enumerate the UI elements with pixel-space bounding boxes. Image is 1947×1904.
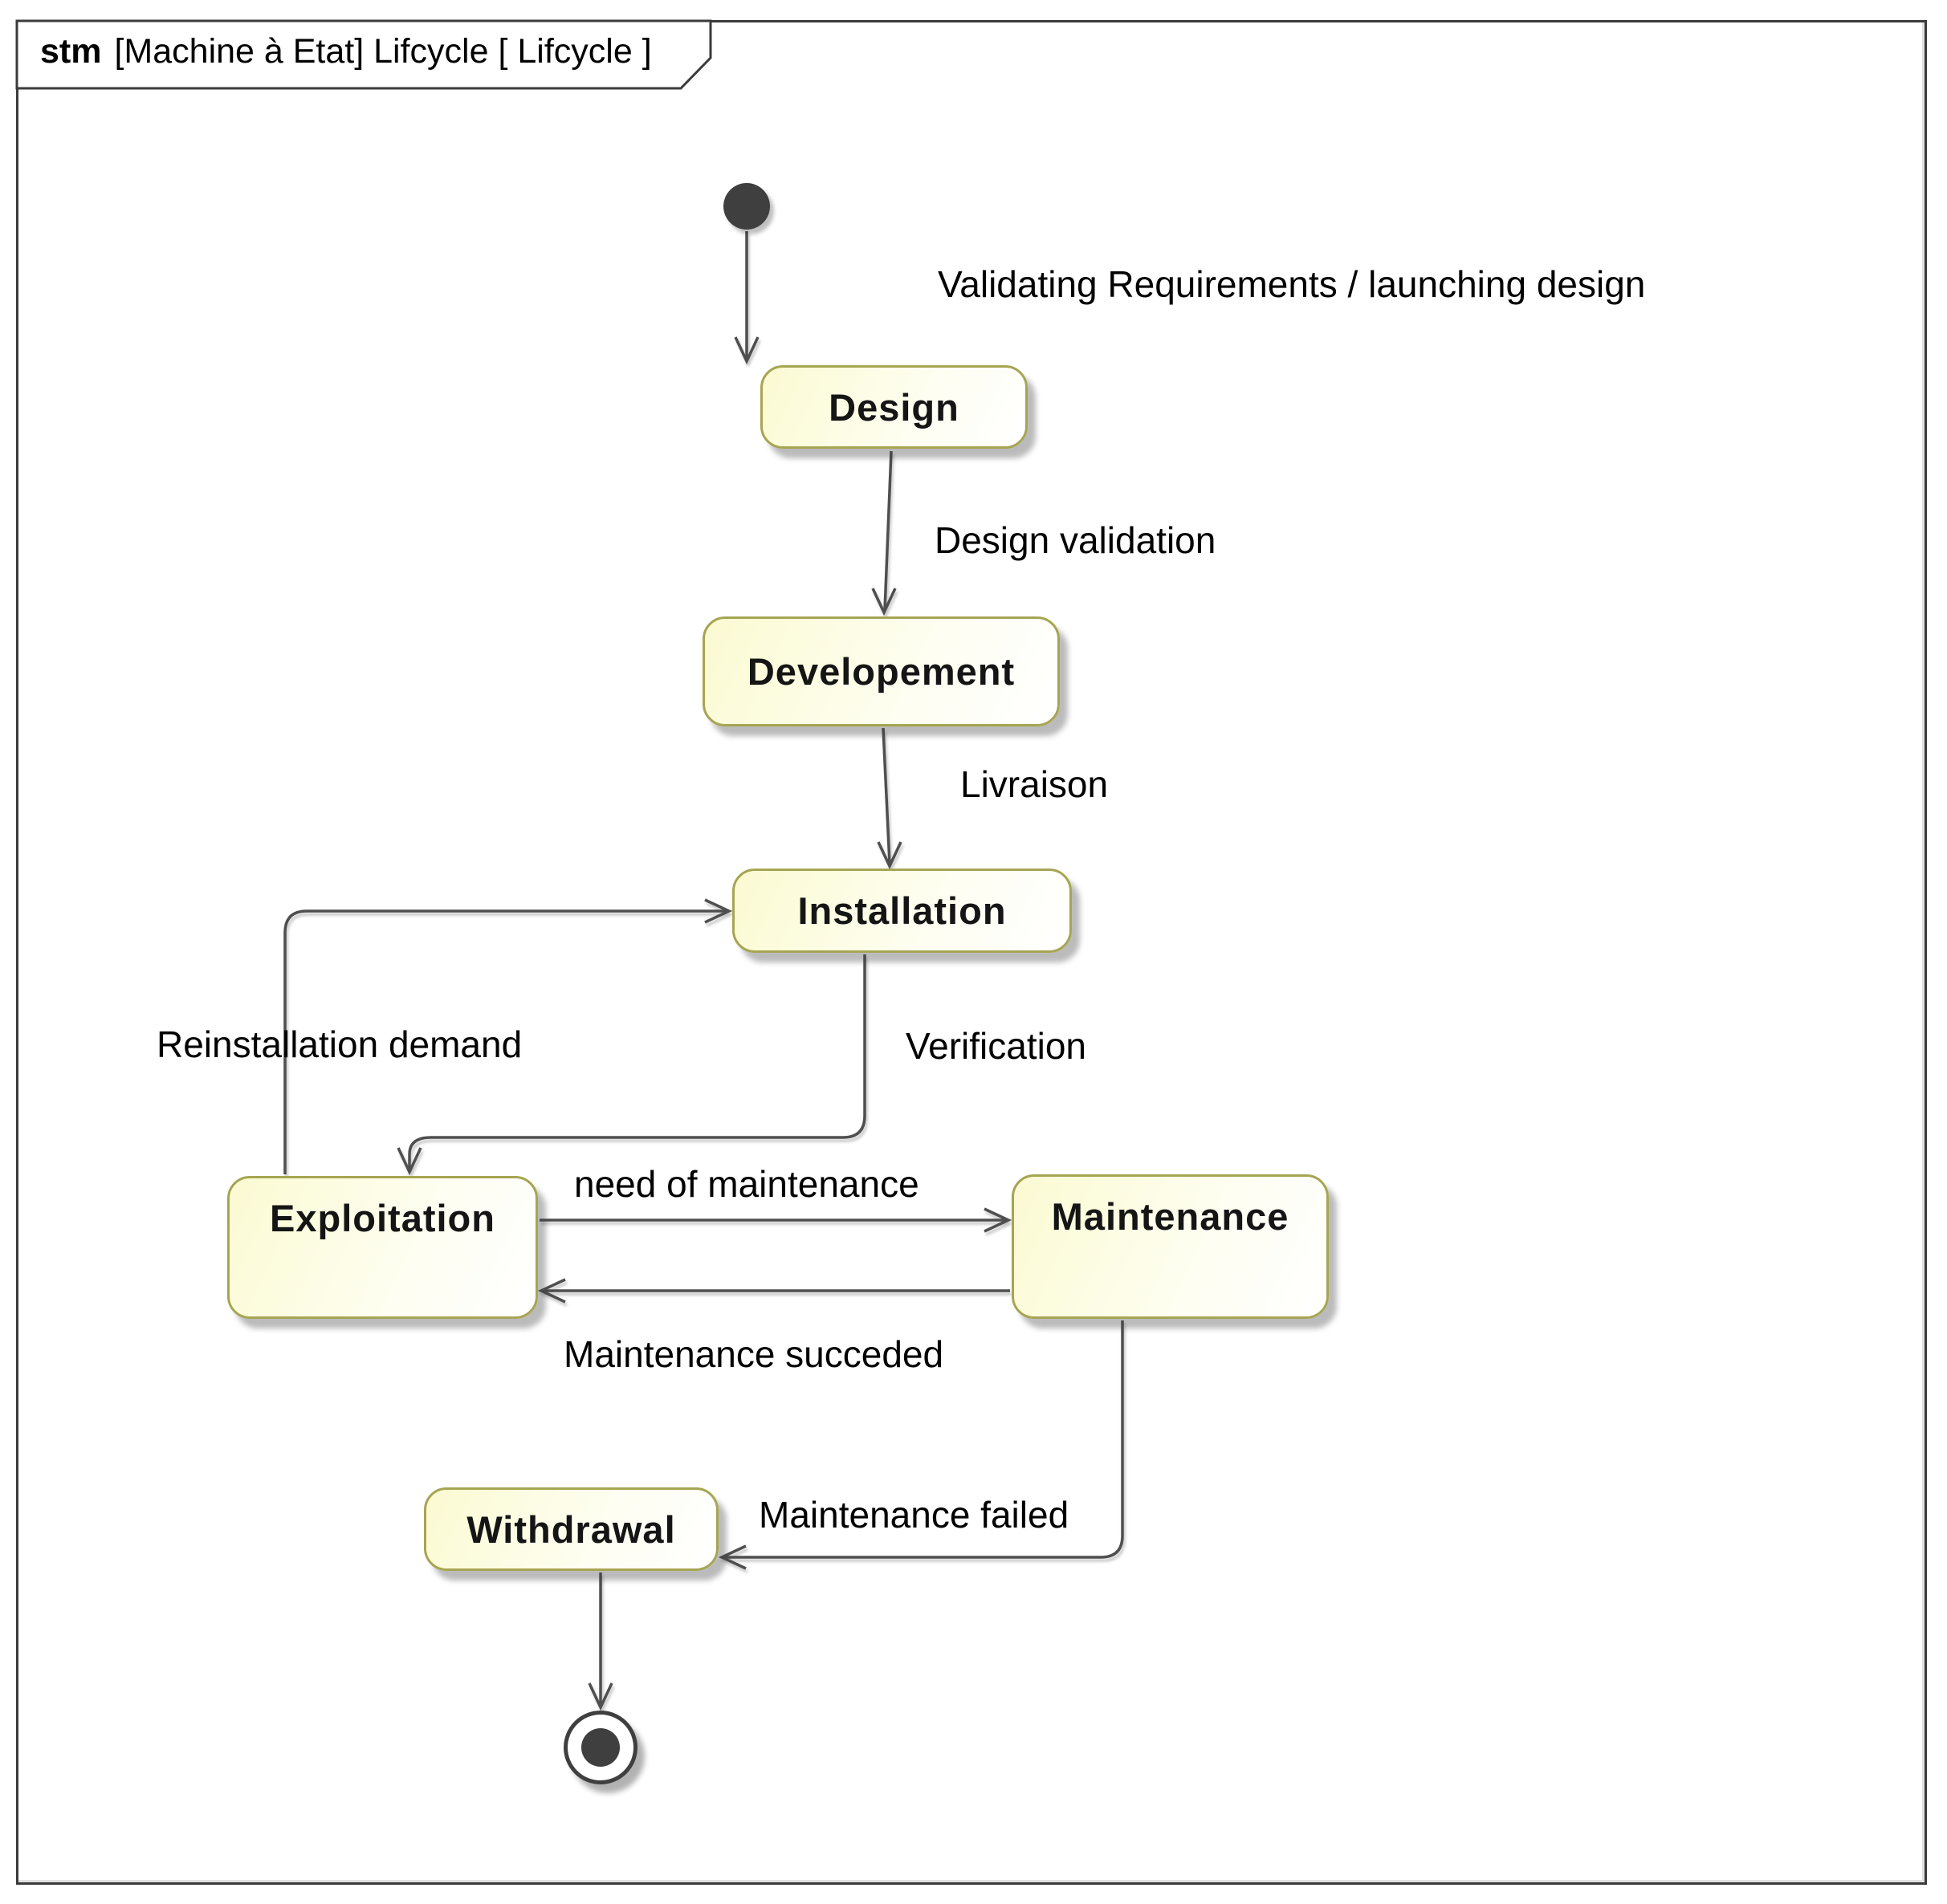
state-exploitation: Exploitation [227, 1176, 538, 1319]
frame-title: stm [Machine à Etat] Lifcycle [ Lifcycle … [40, 32, 652, 71]
initial-state-node [723, 183, 770, 230]
transition-label-livraison: Livraison [960, 763, 1109, 805]
state-design-label: Design [829, 385, 959, 429]
frame-title-tab [15, 19, 712, 90]
state-withdrawal-label: Withdrawal [466, 1507, 676, 1551]
transition-label-validating-requirements: Validating Requirements / launching desi… [938, 263, 1646, 305]
state-installation: Installation [732, 869, 1072, 953]
state-developement: Developement [703, 616, 1060, 726]
transition-installation-to-exploitation [397, 954, 866, 1176]
transition-exploitation-to-maintenance [540, 1207, 1012, 1233]
transition-label-maintenance-succeded: Maintenance succeded [564, 1333, 944, 1375]
transition-label-need-of-maintenance: need of maintenance [574, 1163, 919, 1205]
transition-label-design-validation: Design validation [935, 519, 1216, 561]
transition-exploitation-to-installation [283, 898, 733, 1174]
diagram-frame [16, 20, 1927, 1885]
transition-label-maintenance-failed: Maintenance failed [759, 1494, 1069, 1536]
state-withdrawal: Withdrawal [424, 1487, 719, 1571]
frame-kind-keyword: stm [40, 32, 102, 71]
state-maintenance: Maintenance [1012, 1174, 1329, 1319]
state-developement-label: Developement [747, 650, 1016, 693]
frame-title-text: [Machine à Etat] Lifcycle [ Lifcycle ] [114, 32, 652, 71]
transition-developement-to-installation [877, 727, 902, 870]
state-exploitation-label: Exploitation [270, 1197, 495, 1239]
transition-maintenance-to-exploitation [537, 1278, 1010, 1304]
transition-maintenance-to-withdrawal [718, 1320, 1124, 1570]
transition-withdrawal-to-final [588, 1572, 613, 1711]
transition-label-reinstallation-demand: Reinstallation demand [157, 1023, 523, 1065]
transition-design-to-developement [871, 450, 897, 616]
state-maintenance-label: Maintenance [1051, 1195, 1289, 1238]
final-state-node-core [581, 1728, 620, 1767]
final-state-node [564, 1711, 637, 1784]
state-design: Design [760, 365, 1028, 449]
transition-label-verification: Verification [906, 1025, 1087, 1067]
transition-initial-to-design [734, 231, 760, 365]
state-installation-label: Installation [797, 889, 1007, 932]
